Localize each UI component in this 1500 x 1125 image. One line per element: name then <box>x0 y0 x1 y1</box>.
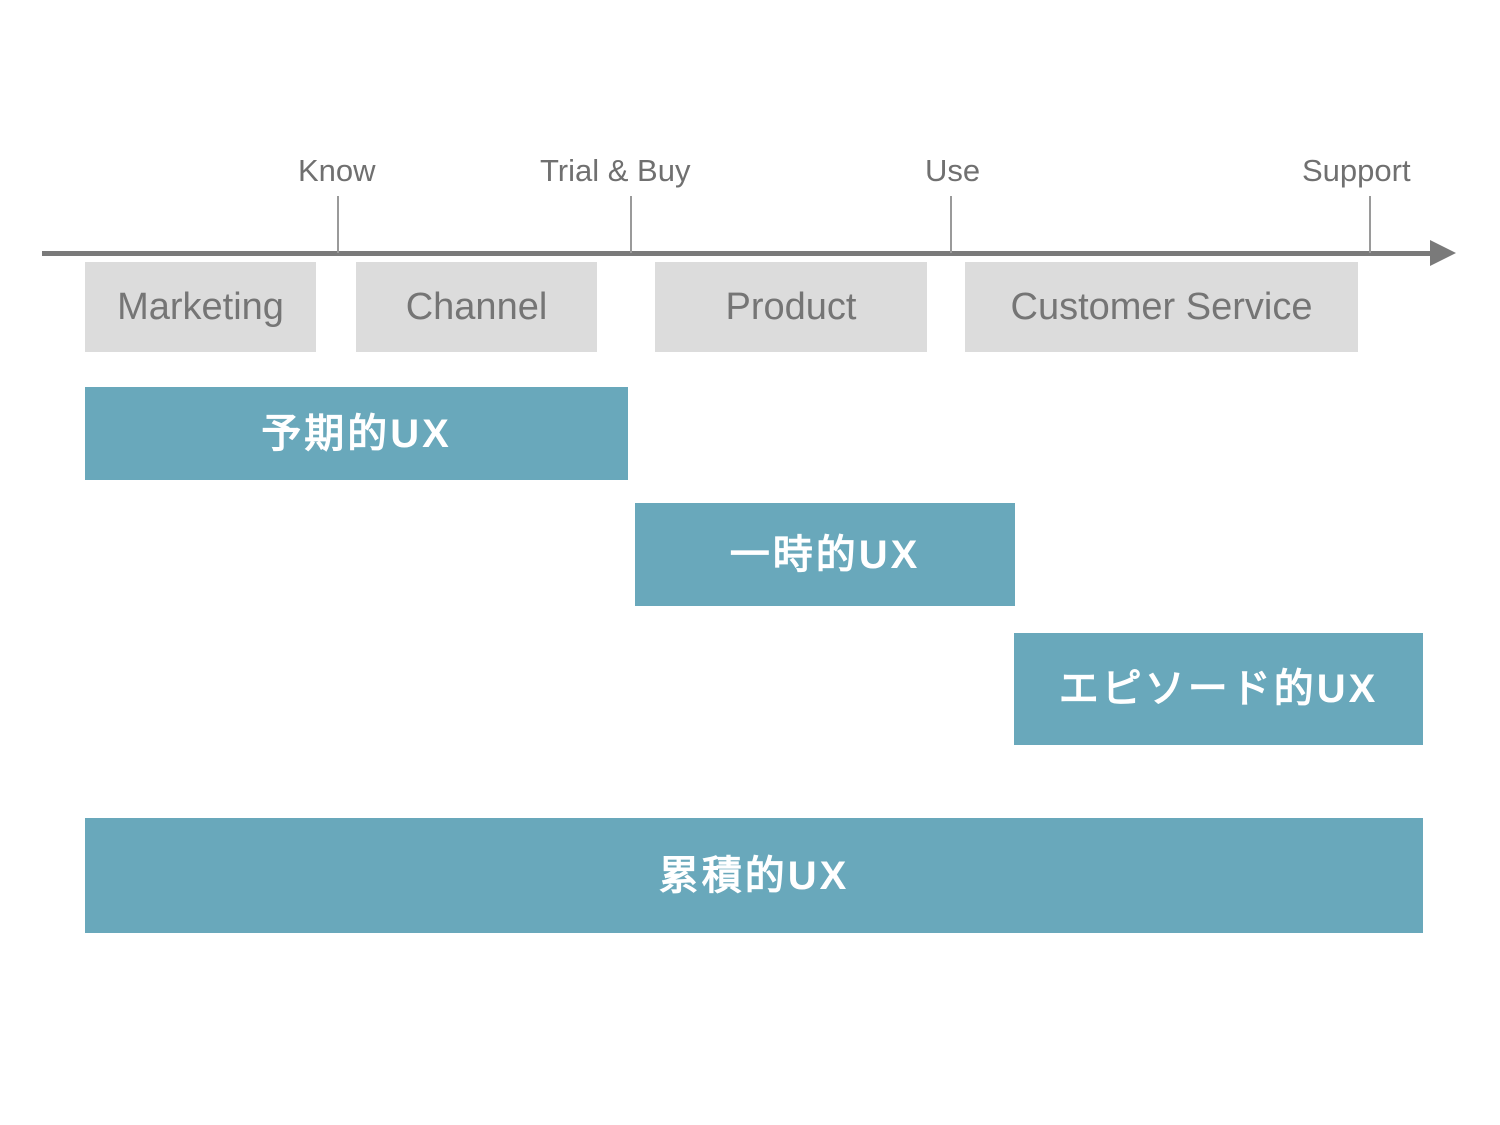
touchpoint-label-channel: Channel <box>405 286 548 328</box>
stage-tick-use <box>950 196 952 253</box>
ux-bar-label-cumulative: 累積的UX <box>658 853 850 898</box>
stage-tick-support <box>1369 196 1371 253</box>
ux-bar-episodic: エピソード的UX <box>1014 633 1423 745</box>
stage-tick-trial-and-buy <box>630 196 632 253</box>
ux-bar-cumulative: 累積的UX <box>85 818 1423 933</box>
stage-tick-know <box>337 196 339 253</box>
touchpoint-label-marketing: Marketing <box>117 286 284 328</box>
ux-bar-label-episodic: エピソード的UX <box>1058 667 1379 711</box>
ux-bar-label-momentary: 一時的UX <box>729 532 921 577</box>
ux-bar-label-anticipated: 予期的UX <box>261 411 452 456</box>
touchpoint-box-marketing: Marketing <box>85 262 316 352</box>
touchpoint-box-channel: Channel <box>356 262 597 352</box>
timeline-arrow-icon <box>1430 240 1456 266</box>
stage-label-use: Use <box>925 153 981 188</box>
stage-label-support: Support <box>1302 153 1411 188</box>
ux-bar-momentary: 一時的UX <box>635 503 1015 606</box>
touchpoint-label-product: Product <box>725 286 857 328</box>
touchpoint-box-customer-service: Customer Service <box>965 262 1358 352</box>
ux-bar-anticipated: 予期的UX <box>85 387 628 480</box>
touchpoint-box-product: Product <box>655 262 927 352</box>
stage-label-know: Know <box>298 153 376 188</box>
touchpoint-label-customer-service: Customer Service <box>1010 286 1313 328</box>
stage-label-trial-and-buy: Trial & Buy <box>540 153 691 188</box>
timeline-axis-line <box>42 251 1444 256</box>
